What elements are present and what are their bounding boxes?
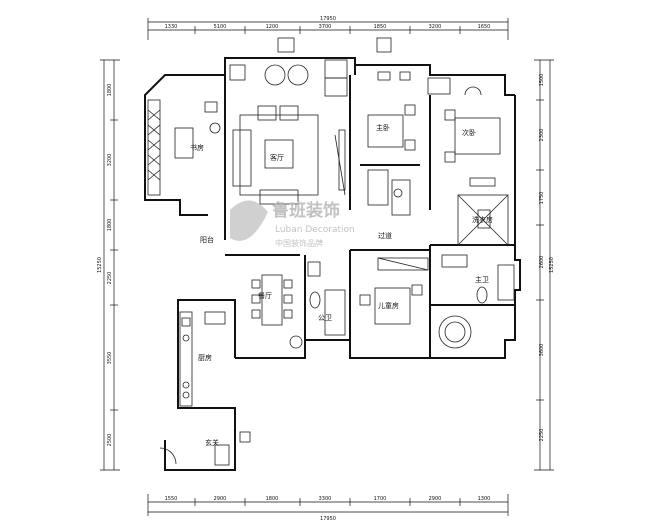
left-dim-4: 2250 [107, 272, 113, 285]
entrance-furniture [159, 431, 251, 466]
top-dimension-lines: 17950 1330 5100 1200 3700 1850 3200 1650 [147, 16, 509, 53]
room-label-master-bed: 主卧 [376, 123, 390, 132]
top-dim-4: 3700 [319, 24, 332, 30]
watermark-subtitle: Luban Decoration [275, 225, 355, 235]
bottom-dim-6: 2900 [429, 496, 442, 502]
room-label-guest-bath: 公卫 [318, 314, 332, 322]
left-dim-6: 2500 [107, 434, 113, 447]
bath-furniture [307, 254, 515, 336]
room-label-kids-room: 儿童房 [378, 301, 399, 310]
left-dim-5: 3550 [107, 352, 113, 365]
watermark: 鲁班装饰 Luban Decoration 中国装饰品牌 [230, 200, 355, 248]
left-dim-2: 3200 [107, 154, 113, 167]
right-dim-3: 1750 [539, 192, 545, 205]
second-bed-furniture [427, 77, 501, 187]
room-label-dining: 餐厅 [258, 291, 272, 300]
right-dimension-lines: 15250 1500 2300 1750 2600 3600 2250 [534, 59, 555, 471]
right-dim-6: 2250 [539, 429, 545, 442]
bottom-dim-4: 3300 [319, 496, 332, 502]
master-bed-furniture [367, 71, 416, 216]
bottom-dimension-lines: 17950 1550 2900 1800 3300 1700 2900 1300 [147, 494, 509, 522]
overall-right-dim: 15250 [549, 257, 555, 273]
top-dim-5: 1850 [374, 24, 387, 30]
lower-bed-furniture [359, 257, 472, 349]
room-label-corridor: 过道 [378, 231, 392, 240]
top-dim-6: 3200 [429, 24, 442, 30]
overall-top-dim: 17950 [320, 16, 336, 22]
room-label-balcony: 阳台 [200, 235, 214, 244]
left-dimension-lines: 15250 1800 3200 1800 2250 3550 2500 [97, 59, 120, 471]
room-labels: 书房 客厅 餐厅 厨房 主卧 次卧 儿童房 公卫 主卫 洗衣房 玄关 阳台 过道 [190, 123, 493, 447]
top-dim-1: 1330 [165, 24, 178, 30]
top-dim-7: 1650 [478, 24, 491, 30]
room-label-second-bed: 次卧 [462, 128, 476, 137]
right-dim-1: 1500 [539, 74, 545, 87]
bottom-dim-1: 1550 [165, 496, 178, 502]
watermark-tagline: 中国装饰品牌 [275, 238, 323, 248]
room-label-master-bath: 主卫 [475, 275, 489, 284]
right-dim-2: 2300 [539, 129, 545, 142]
room-label-laundry: 洗衣房 [472, 215, 493, 224]
top-dim-3: 1200 [266, 24, 279, 30]
right-dim-5: 3600 [539, 344, 545, 357]
room-label-kitchen: 厨房 [198, 353, 212, 362]
room-label-living: 客厅 [270, 153, 284, 162]
room-label-entrance: 玄关 [205, 438, 219, 447]
kitchen-furniture [179, 311, 226, 407]
dining-furniture [251, 274, 303, 349]
bottom-dim-3: 1800 [266, 496, 279, 502]
left-dim-1: 1800 [107, 84, 113, 97]
study-furniture [147, 99, 221, 196]
kids-room-furniture [457, 194, 509, 246]
right-dim-4: 2600 [539, 256, 545, 269]
overall-left-dim: 15250 [97, 257, 103, 273]
overall-bottom-dim: 17950 [320, 516, 336, 522]
living-furniture [229, 59, 348, 205]
room-label-study: 书房 [190, 143, 204, 152]
bottom-dim-2: 2900 [214, 496, 227, 502]
walls [144, 57, 521, 471]
left-dim-3: 1800 [107, 219, 113, 232]
bottom-dim-7: 1300 [478, 496, 491, 502]
bottom-dim-5: 1700 [374, 496, 387, 502]
top-dim-2: 5100 [214, 24, 227, 30]
watermark-brand: 鲁班装饰 [272, 200, 340, 221]
